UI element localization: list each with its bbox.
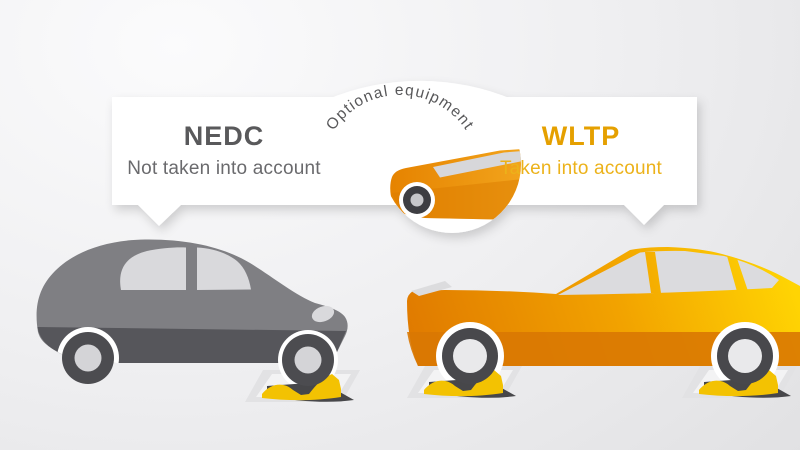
front-wheel-on-bench	[262, 330, 354, 402]
nedc-heading: NEDC	[183, 121, 265, 151]
rear-hub	[728, 339, 762, 373]
rear-hub	[74, 344, 102, 372]
banner-right-tail	[622, 203, 666, 225]
gray-car-side-icon	[36, 239, 360, 402]
gray-car-headlight	[311, 305, 335, 323]
front-wheel-on-bench	[424, 322, 516, 398]
orange-car-a-pillar	[645, 252, 661, 293]
front-hub	[453, 339, 487, 373]
orange-car-lower-band	[407, 332, 800, 366]
orange-car-c-pillar	[727, 256, 748, 292]
gray-car-rear-window	[120, 247, 186, 290]
gray-car-front-window	[197, 247, 251, 290]
car-front-icon	[390, 149, 521, 220]
speech-banner: Optional equipment	[112, 80, 697, 233]
front-hub	[294, 346, 322, 374]
wltp-description: Taken into account	[499, 158, 663, 179]
car-front-hub	[410, 193, 424, 207]
banner-left-tail	[136, 203, 183, 226]
orange-car-side-icon	[407, 247, 800, 398]
wltp-heading: WLTP	[541, 121, 621, 151]
car-front-windshield	[433, 151, 521, 178]
nedc-description: Not taken into account	[127, 158, 321, 179]
orange-car-headlight	[411, 281, 452, 296]
orange-car-glass	[558, 250, 779, 295]
rear-wheel-on-bench	[699, 322, 791, 398]
